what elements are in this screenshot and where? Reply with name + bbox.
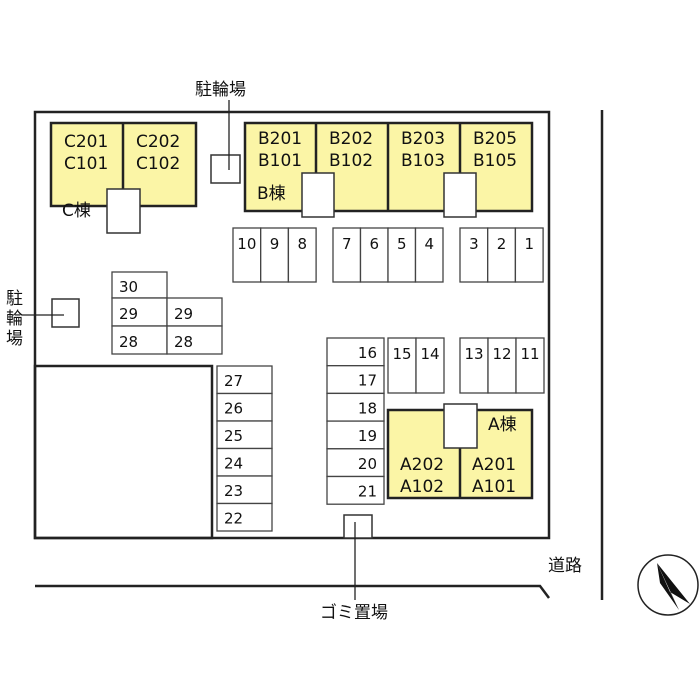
parking-number: 3 [469, 235, 479, 253]
unit-label: B203 [401, 129, 445, 149]
parking-space [260, 227, 290, 283]
parking-space [459, 227, 489, 283]
building-b: B201 B101 B202 B102 B203 B103 B205 B105 … [243, 121, 534, 218]
parking-number: 18 [358, 399, 377, 417]
parking-number: 11 [520, 345, 539, 363]
unit-label: C201 [64, 132, 108, 152]
parking-number: 10 [237, 235, 256, 253]
unit-label: B205 [473, 129, 517, 149]
parking-number: 22 [224, 510, 243, 528]
parking-space [387, 337, 417, 394]
garbage-area: ゴミ置場 [320, 514, 388, 623]
north-arrow-icon [637, 554, 699, 616]
parking-number: 15 [392, 345, 411, 363]
parking-space [514, 227, 544, 283]
parking-number: 19 [358, 427, 377, 445]
parking-number: 16 [358, 344, 377, 362]
parking-number: 1 [524, 235, 534, 253]
parking-space [332, 227, 362, 283]
unit-label: B101 [258, 151, 302, 171]
parking-number: 24 [224, 455, 243, 473]
unit-label: C202 [136, 132, 180, 152]
parking-number: 17 [358, 372, 377, 390]
parking-number: 2 [497, 235, 507, 253]
parking-number: 29 [119, 305, 138, 323]
parking-space [216, 447, 273, 477]
unit-label: C101 [64, 154, 108, 174]
parking-space [359, 227, 389, 283]
parking-number: 5 [397, 235, 407, 253]
parking-space [515, 337, 545, 394]
building-name: A棟 [488, 415, 517, 435]
parking-number: 8 [297, 235, 307, 253]
building-c: C201 C101 C202 C102 C棟 [49, 121, 198, 234]
bike-parking-label: 駐 [6, 289, 23, 309]
parking-number: 28 [119, 333, 138, 351]
parking-number: 7 [342, 235, 352, 253]
parking-space [326, 475, 385, 505]
parking-number: 26 [224, 400, 243, 418]
parking-space [326, 365, 385, 395]
parking-number: 23 [224, 482, 243, 500]
unit-label: B201 [258, 129, 302, 149]
road-edge [35, 584, 550, 599]
unit-label: A202 [400, 455, 444, 475]
parking-number: 27 [224, 372, 243, 390]
parking-space [459, 337, 489, 394]
parking-space [487, 227, 517, 283]
building-a: A202 A102 A201 A101 A棟 [386, 403, 534, 500]
parking-number: 12 [492, 345, 511, 363]
parking-space [111, 271, 168, 299]
parking-number: 30 [119, 278, 138, 296]
building-name: B棟 [257, 184, 286, 204]
unit-label: A101 [472, 477, 516, 497]
parking-space [387, 227, 417, 283]
unit-label: A201 [472, 455, 516, 475]
parking-space [216, 502, 273, 532]
bike-parking-left: 駐 輪 場 [6, 289, 80, 349]
parking-space [326, 392, 385, 422]
site-boundary [33, 110, 551, 540]
parking-number: 13 [464, 345, 483, 363]
parking-space [415, 337, 445, 394]
adjacent-lot [33, 364, 214, 540]
parking-space [111, 325, 168, 355]
parking-number: 21 [358, 483, 377, 501]
bike-parking-label: 駐輪場 [195, 80, 246, 100]
parking-space [216, 420, 273, 450]
parking-number: 14 [420, 345, 439, 363]
unit-label: B103 [401, 151, 445, 171]
parking-space [232, 227, 262, 283]
parking-number: 20 [358, 455, 377, 473]
parking-number: 28 [174, 333, 193, 351]
parking-number: 4 [424, 235, 434, 253]
parking-number: 25 [224, 427, 243, 445]
parking-space [326, 448, 385, 478]
parking-space [166, 297, 223, 327]
garbage-label: ゴミ置場 [320, 602, 388, 623]
parking-number: 9 [270, 235, 280, 253]
bike-parking-top: 駐輪場 [195, 80, 246, 184]
bike-parking-label: 場 [6, 329, 23, 349]
building-name: C棟 [62, 201, 91, 221]
unit-label: B105 [473, 151, 517, 171]
parking-space [166, 325, 223, 355]
unit-label: C102 [136, 154, 180, 174]
parking-space [414, 227, 444, 283]
unit-label: B102 [329, 151, 373, 171]
parking-number: 6 [369, 235, 379, 253]
unit-label: A102 [400, 477, 444, 497]
bike-parking-label: 輪 [6, 309, 23, 329]
road-label: 道路 [548, 556, 582, 576]
parking-space [287, 227, 317, 283]
unit-label: B202 [329, 129, 373, 149]
parking-number: 29 [174, 305, 193, 323]
